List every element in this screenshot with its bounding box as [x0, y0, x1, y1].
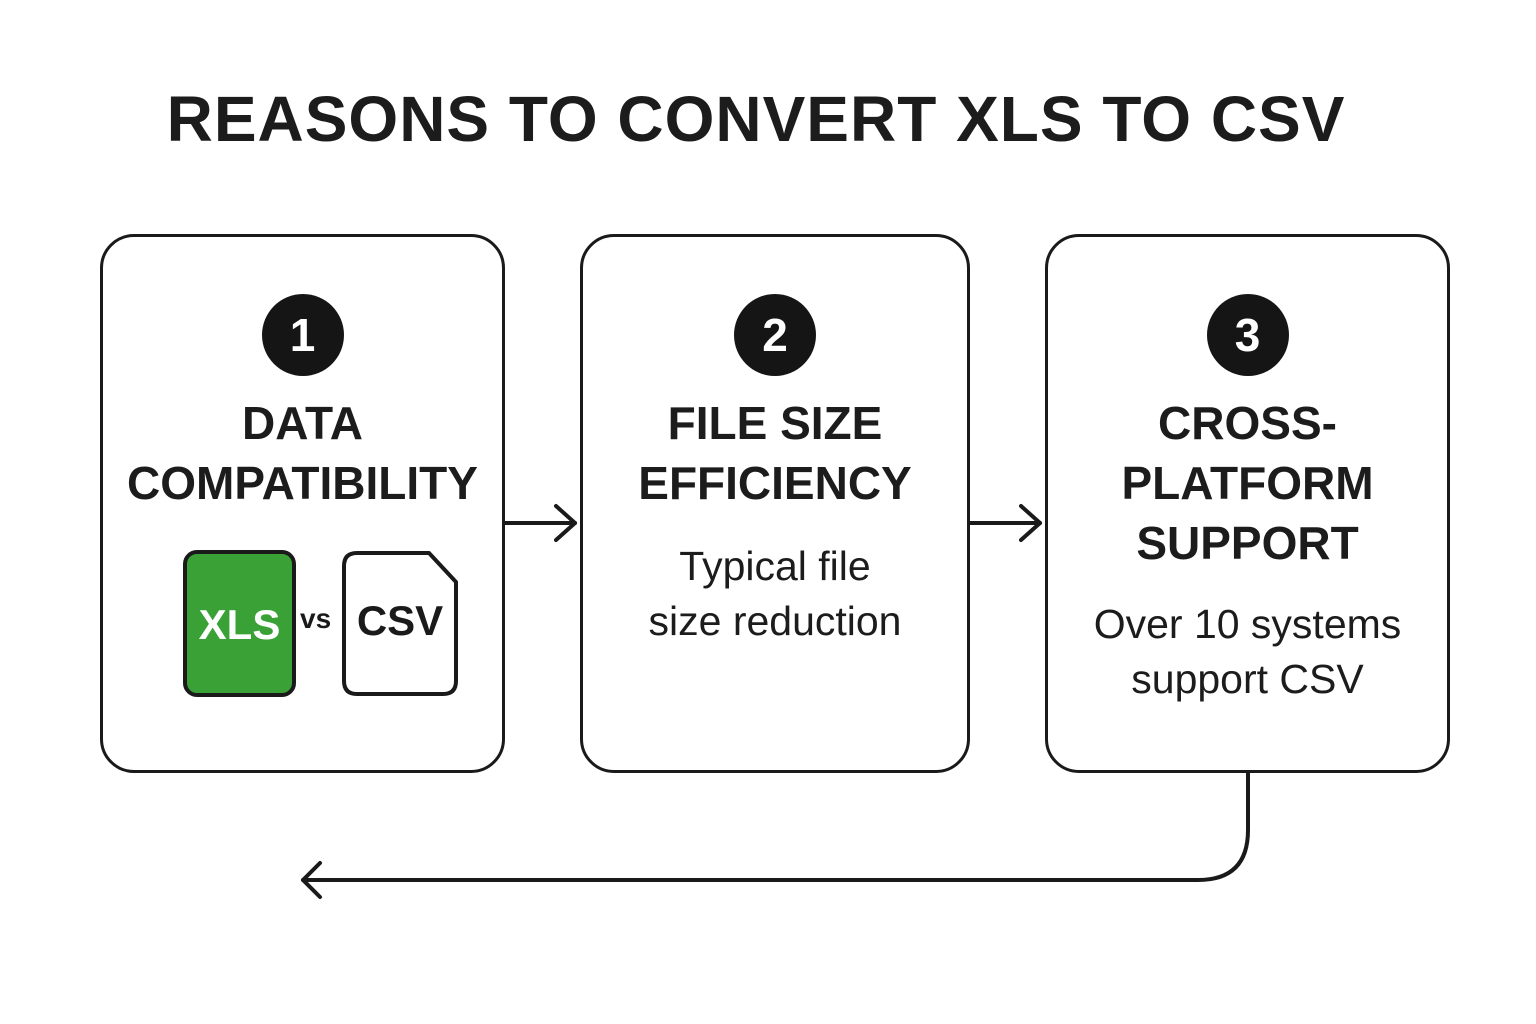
- step-card-file-size-efficiency: 2 FILE SIZE EFFICIENCY Typical file size…: [580, 234, 970, 773]
- step-number-badge: 2: [734, 294, 816, 376]
- step-title: DATA COMPATIBILITY: [127, 397, 478, 509]
- step-number-badge: 1: [261, 294, 344, 376]
- xls-label: XLS: [198, 601, 281, 648]
- vs-label: vs: [300, 603, 332, 634]
- step-title: FILE SIZE EFFICIENCY: [638, 397, 912, 509]
- csv-label: CSV: [356, 597, 444, 644]
- csv-file-outline: [342, 551, 458, 696]
- arrow-left-icon: [301, 771, 1250, 899]
- xls-file-icon: XLS: [183, 550, 296, 697]
- csv-file-icon: CSV: [341, 550, 459, 697]
- arrow-right-icon: [503, 504, 577, 542]
- step-description: Over 10 systems support CSV: [1093, 601, 1402, 702]
- step-card-cross-platform-support: 3 CROSS- PLATFORM SUPPORT Over 10 system…: [1045, 234, 1450, 773]
- diagram-title: REASONS TO CONVERT XLS TO CSV: [166, 83, 1346, 155]
- step-number-badge: 3: [1206, 294, 1289, 376]
- step-description: Typical file size reduction: [648, 543, 902, 644]
- arrow-right-icon: [968, 504, 1042, 542]
- step-title: CROSS- PLATFORM SUPPORT: [1121, 397, 1374, 569]
- step-card-data-compatibility: 1 DATA COMPATIBILITY XLS vs CSV: [100, 234, 505, 773]
